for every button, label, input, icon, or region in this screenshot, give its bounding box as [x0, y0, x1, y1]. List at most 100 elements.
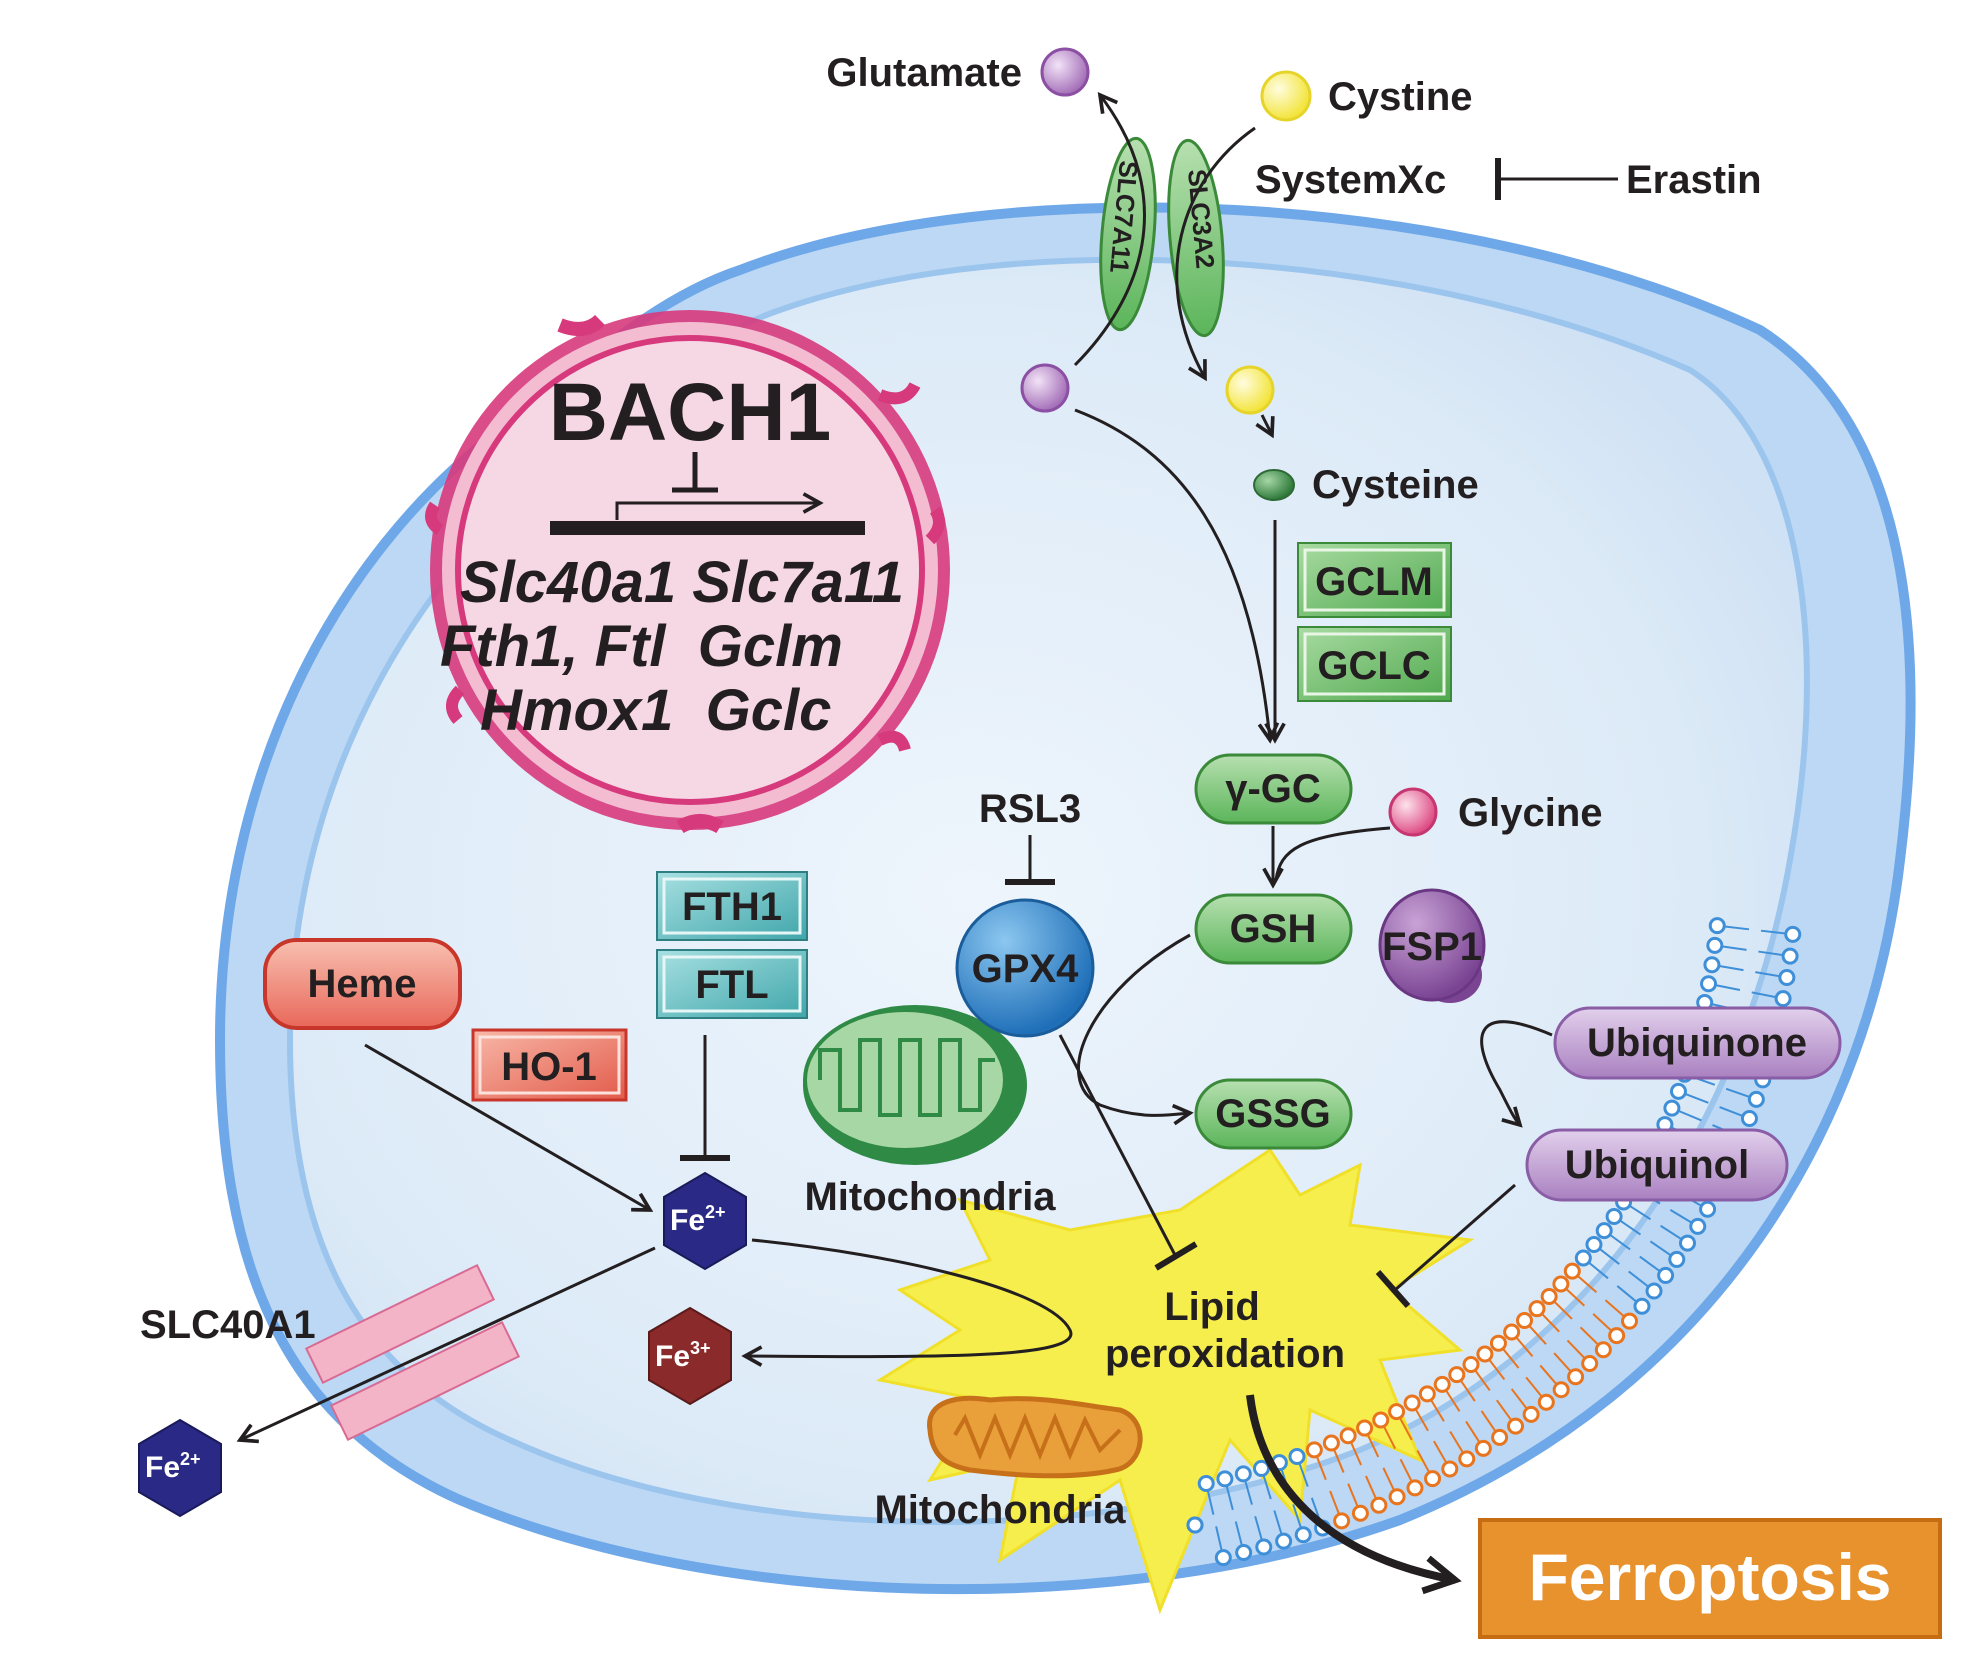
gpx4-label: GPX4: [972, 947, 1079, 991]
gclm-box: GCLM: [1297, 542, 1452, 618]
fth1-box: FTH1: [656, 871, 808, 941]
cysteine-icon: [1253, 469, 1295, 501]
ferroptosis-arrow: [1246, 1394, 1455, 1580]
lipid-head: [1305, 1441, 1323, 1459]
lipid-head: [1489, 1334, 1507, 1352]
fe2-inside-icon: Fe2+: [663, 1171, 747, 1271]
lipid-head: [1476, 1345, 1494, 1363]
lipid-head: [1528, 1300, 1546, 1318]
ubiquinone-pill: Ubiquinone: [1553, 1006, 1842, 1080]
svg-text:Ubiquinol: Ubiquinol: [1565, 1143, 1749, 1187]
lipid-head: [1778, 968, 1796, 986]
mitochondria-upper-label: Mitochondria: [804, 1175, 1056, 1219]
iron-oxidation-arrow: [745, 1238, 1073, 1357]
erastin-label: Erastin: [1626, 158, 1762, 202]
svg-text:GSSG: GSSG: [1215, 1092, 1331, 1136]
svg-text:GSH: GSH: [1230, 907, 1317, 951]
lipid-head: [1235, 1544, 1253, 1562]
lipid-head: [1784, 925, 1802, 943]
lipid-head: [1388, 1403, 1406, 1421]
lipid-head: [1540, 1288, 1558, 1306]
lipid-head: [1372, 1411, 1390, 1429]
lipid-head: [1585, 1235, 1603, 1253]
cystine-import-arrow: [1175, 126, 1256, 378]
lipid-head: [1252, 1459, 1270, 1477]
lipid-head: [1275, 1532, 1293, 1550]
svg-text:GCLC: GCLC: [1317, 644, 1430, 688]
lipid-head: [1351, 1504, 1369, 1522]
lipid-label-line1: Lipid: [1164, 1285, 1260, 1329]
lipid-head: [1703, 956, 1721, 974]
lipid-head: [1708, 917, 1726, 935]
gene-list-row2: Fth1, Ftl Gclm: [440, 614, 843, 679]
lipid-head: [1563, 1262, 1581, 1280]
lipid-head: [1288, 1447, 1306, 1465]
lipid-label-line2: peroxidation: [1105, 1332, 1345, 1376]
ftl-box: FTL: [656, 949, 808, 1019]
mitochondria-lower: [927, 1395, 1143, 1479]
lipid-head: [1645, 1282, 1663, 1300]
ubiquinol-inhibition: [1375, 1183, 1516, 1308]
svg-text:GCLM: GCLM: [1315, 560, 1433, 604]
cystine-inside-icon: [1225, 365, 1275, 415]
gssg-pill: GSSG: [1194, 1078, 1353, 1150]
gamma-gc-pill: γ-GC: [1194, 753, 1353, 825]
lipid-head: [1339, 1427, 1357, 1445]
lipid-head: [1657, 1266, 1675, 1284]
glutamate-outside-icon: [1040, 47, 1090, 97]
ferritin-inhibition: [680, 1035, 730, 1161]
svg-text:FTH1: FTH1: [682, 885, 782, 929]
ho1-box: HO-1: [471, 1028, 628, 1102]
svg-text:Ferroptosis: Ferroptosis: [1528, 1540, 1891, 1614]
mitochondria-lower-label: Mitochondria: [874, 1488, 1126, 1532]
fe3-icon: Fe3+: [648, 1306, 732, 1406]
glutamate-label: Glutamate: [826, 51, 1022, 95]
lipid-head: [1406, 1479, 1424, 1497]
gclc-box: GCLC: [1297, 626, 1452, 702]
lipid-head: [1333, 1512, 1351, 1530]
lipid-head: [1458, 1450, 1476, 1468]
glutamate-export-arrow: [1073, 95, 1146, 367]
lipid-head: [1594, 1341, 1612, 1359]
svg-text:Fe2+: Fe2+: [145, 1449, 201, 1484]
lipid-head: [1322, 1434, 1340, 1452]
cysteine-label: Cysteine: [1312, 463, 1479, 507]
svg-text:Ubiquinone: Ubiquinone: [1587, 1021, 1807, 1065]
lipid-head: [1699, 1200, 1717, 1218]
rsl3-label: RSL3: [979, 787, 1081, 831]
lipid-head: [1507, 1417, 1525, 1435]
gpx4-inhibition: [1058, 1034, 1198, 1271]
lipid-head: [1689, 1217, 1707, 1235]
lipid-head: [1669, 1082, 1687, 1100]
lipid-head: [1424, 1470, 1442, 1488]
gpx4-icon: [955, 898, 1095, 1038]
lipid-head: [1294, 1526, 1312, 1544]
lipid-head: [1774, 990, 1792, 1008]
ubiquinol-pill: Ubiquinol: [1525, 1128, 1789, 1202]
lipid-head: [1747, 1090, 1765, 1108]
svg-text:HO-1: HO-1: [501, 1045, 597, 1089]
lipid-head: [1621, 1312, 1639, 1330]
fsp1-icon: [1378, 888, 1486, 1003]
lipid-head: [1552, 1275, 1570, 1293]
lipid-head: [1186, 1516, 1204, 1534]
lipid-head: [1740, 1110, 1758, 1128]
lipid-head: [1605, 1207, 1623, 1225]
lipid-head: [1214, 1549, 1232, 1567]
lipid-head: [1491, 1428, 1509, 1446]
lipid-head: [1574, 1249, 1592, 1267]
lipid-head: [1370, 1496, 1388, 1514]
lipid-head: [1474, 1439, 1492, 1457]
gene-list-row1: Slc40a1 Slc7a11: [460, 550, 904, 615]
gsh-pill: GSH: [1194, 893, 1353, 965]
nucleus: [425, 310, 950, 834]
lipid-head: [1197, 1475, 1215, 1493]
lipid-head: [1388, 1488, 1406, 1506]
erastin-inhibition: [1495, 158, 1618, 200]
lipid-head: [1633, 1297, 1651, 1315]
lipid-head: [1356, 1419, 1374, 1437]
svg-text:Heme: Heme: [308, 962, 417, 1006]
rsl3-inhibition: [1005, 835, 1055, 885]
slc7a11-transporter: SLC7A11: [1099, 136, 1157, 332]
svg-text:Fe2+: Fe2+: [670, 1202, 726, 1237]
